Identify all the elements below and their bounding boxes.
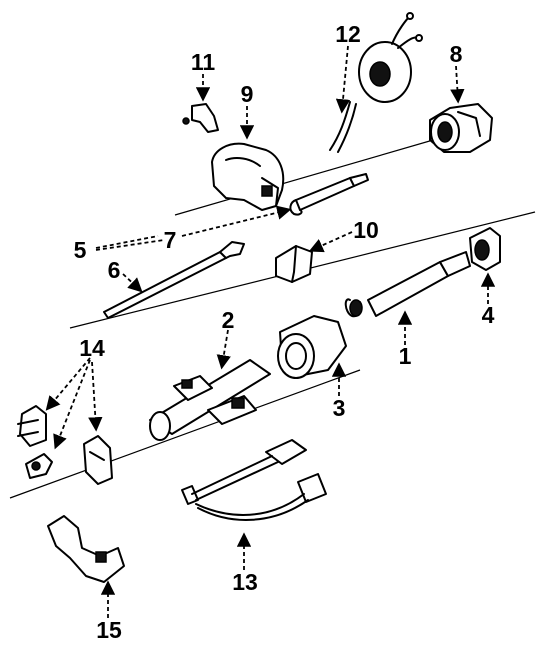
- arrow-14b: [53, 359, 91, 450]
- callout-8: 8: [450, 41, 463, 67]
- arrow-6: [122, 273, 143, 293]
- part-4-sleeve: [469, 227, 501, 271]
- callout-5: 5: [74, 237, 87, 263]
- part-7-shaft: [289, 173, 369, 216]
- callout-7: 7: [164, 227, 177, 253]
- callout-14: 14: [79, 335, 105, 361]
- callout-9: 9: [241, 81, 254, 107]
- callout-6: 6: [108, 257, 121, 283]
- leader-arrows: [45, 45, 496, 618]
- arrow-8: [450, 65, 465, 104]
- callout-12: 12: [335, 21, 361, 47]
- part-11-clip: [182, 103, 219, 133]
- callout-3: 3: [333, 395, 346, 421]
- part-3-bearing-sleeve: [277, 315, 347, 379]
- part-12-coil-assembly: [329, 12, 423, 153]
- part-15-mount-bracket: [47, 515, 125, 583]
- arrow-14a: [45, 357, 91, 411]
- part-14-brackets: [17, 405, 113, 485]
- part-8-lock-housing: [429, 103, 493, 153]
- arrow-14c: [88, 361, 103, 432]
- part-2-column-jacket: [149, 359, 271, 441]
- callout-10: 10: [353, 217, 379, 243]
- arrow-2: [216, 329, 231, 370]
- part-9-bracket: [211, 142, 285, 211]
- part-1-shaft: [344, 251, 471, 318]
- part-6-lever: [103, 241, 245, 319]
- arrow-12: [335, 45, 351, 114]
- callout-13: 13: [232, 569, 258, 595]
- callout-labels: 1 2 3 4 5 6 7 8 9 10 11 12 13 14 15: [74, 21, 495, 643]
- upper-axis-line: [174, 137, 441, 216]
- part-10-switch-block: [275, 245, 313, 283]
- line-5b: [95, 239, 165, 251]
- arrow-10: [308, 231, 353, 253]
- line-5a: [95, 235, 159, 249]
- callout-4: 4: [482, 302, 495, 328]
- part-13-wire-harness: [181, 439, 327, 521]
- callout-2: 2: [222, 307, 235, 333]
- lower-axis-line: [9, 369, 361, 499]
- callout-11: 11: [191, 49, 216, 75]
- callout-1: 1: [399, 343, 412, 369]
- callout-15: 15: [96, 617, 122, 643]
- arrow-7: [181, 205, 292, 237]
